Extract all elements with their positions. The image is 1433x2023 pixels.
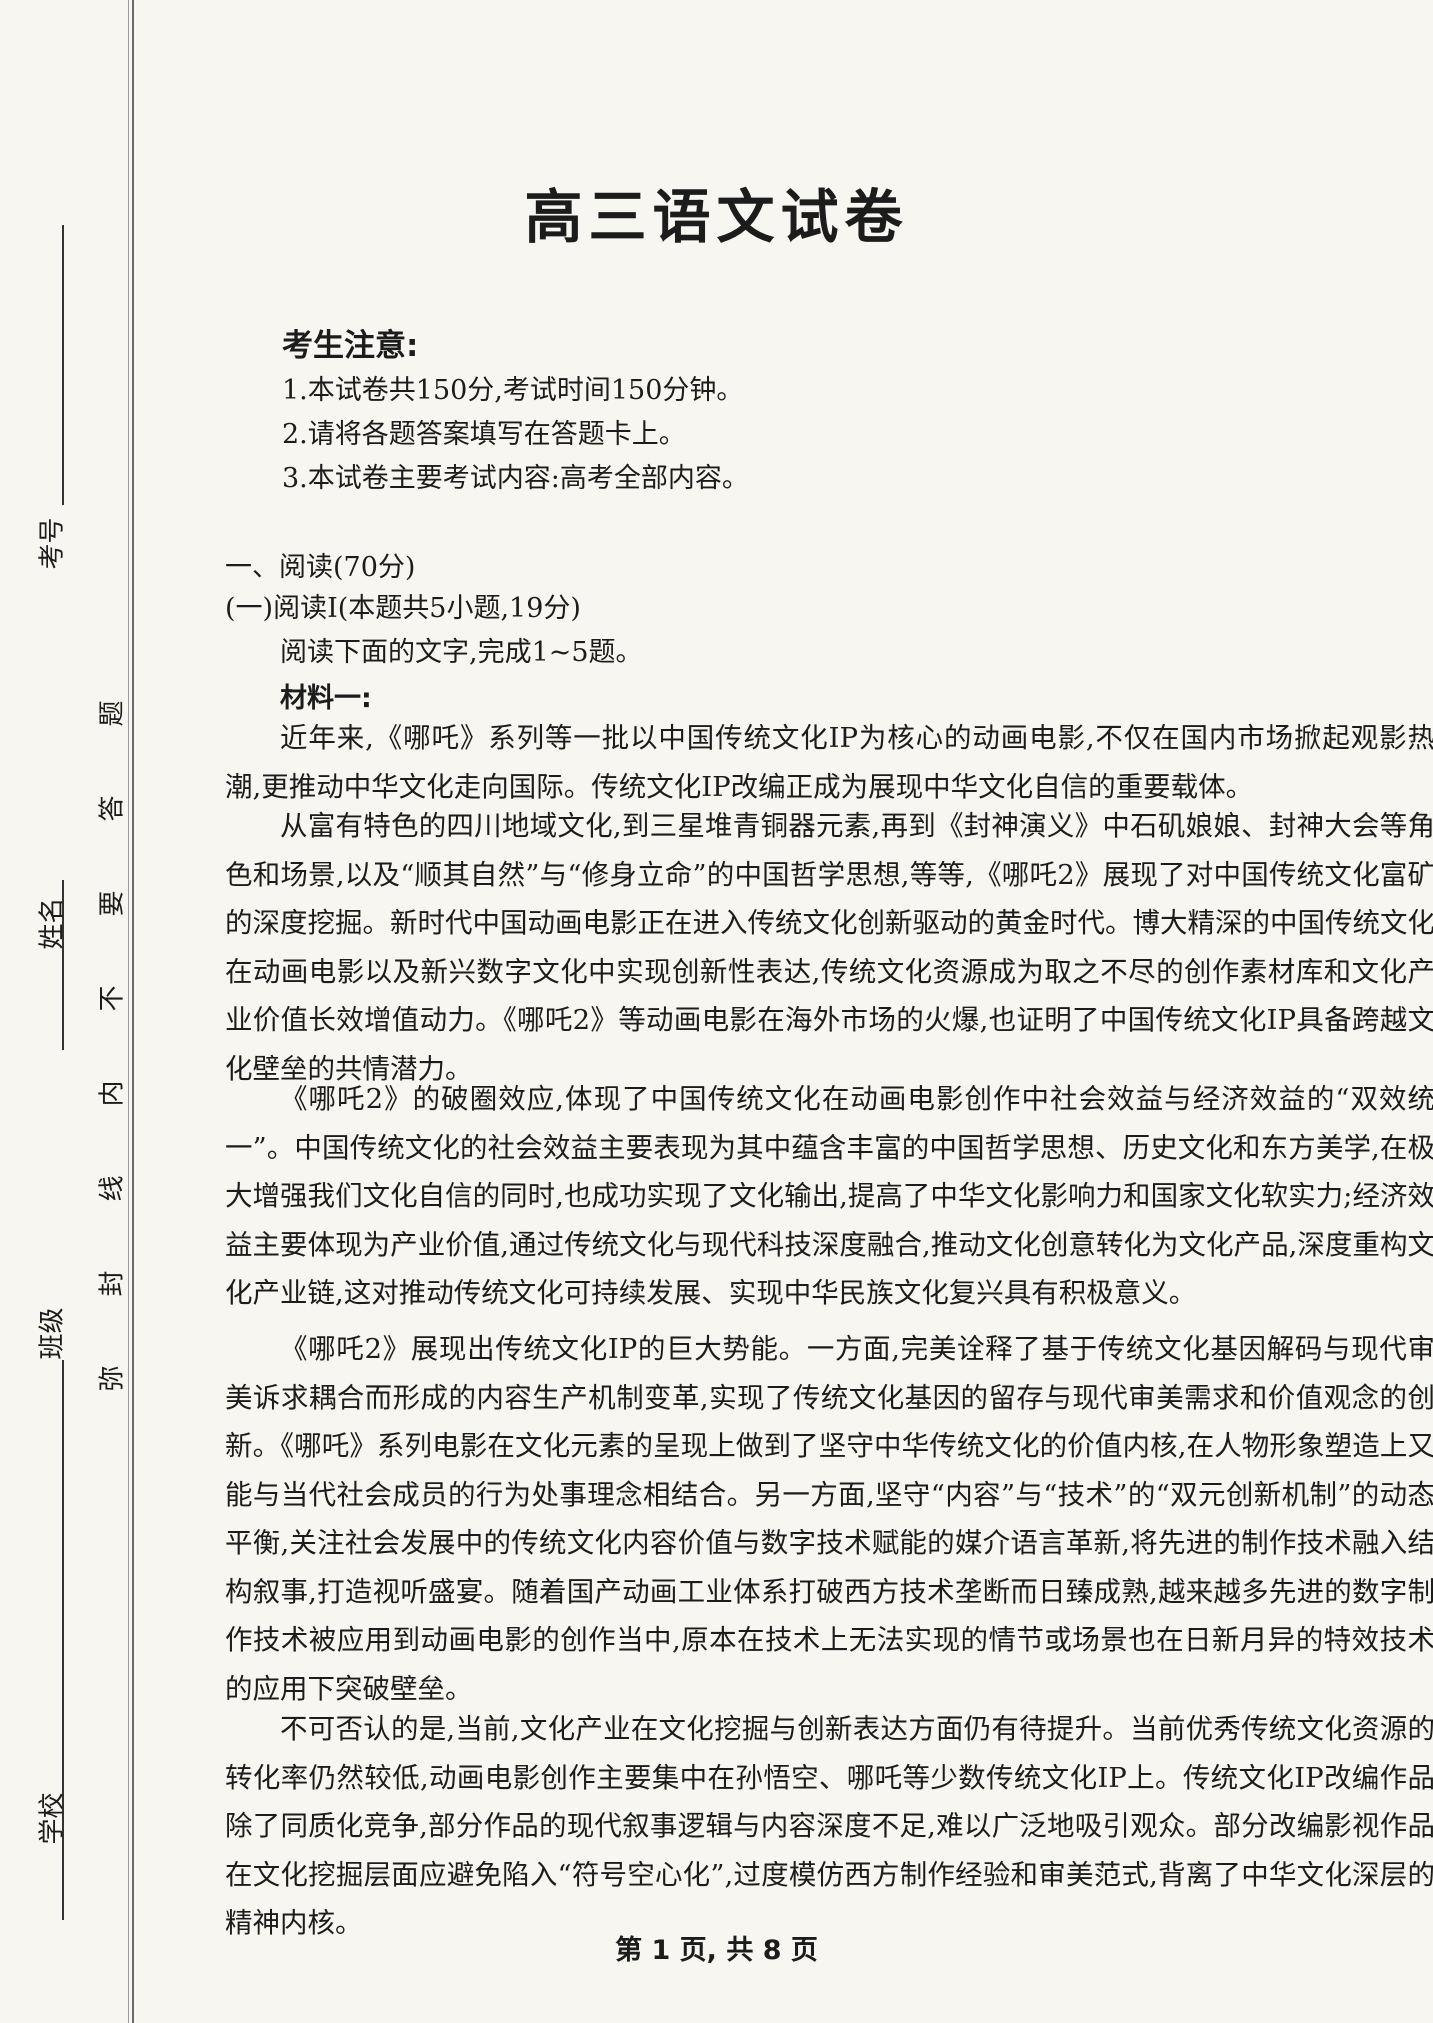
seal-char: 题: [97, 700, 128, 727]
seal-char: 内: [97, 1080, 128, 1107]
seal-char: 不: [97, 985, 128, 1012]
name-line: [62, 880, 64, 1050]
instruction: 阅读下面的文字,完成1~5题。: [280, 637, 643, 668]
paragraph: 近年来,《哪吒》系列等一批以中国传统文化IP为核心的动画电影,不仅在国内市场掀起…: [225, 722, 1433, 803]
exam-number-line: [62, 225, 64, 505]
exam-title: 高三语文试卷: [524, 183, 909, 251]
seal-char: 封: [97, 1270, 128, 1297]
paragraph: 从富有特色的四川地域文化,到三星堆青铜器元素,再到《封神演义》中石矶娘娘、封神大…: [225, 810, 1433, 1085]
notice-item: 3.本试卷主要考试内容:高考全部内容。: [282, 463, 749, 494]
school-line: [62, 1830, 64, 1890]
seal-char: 要: [97, 890, 128, 917]
school-label: 学校: [37, 1792, 68, 1845]
page-footer: 第 1 页, 共 8 页: [615, 1935, 818, 1966]
paragraph: 《哪吒2》的破圈效应,体现了中国传统文化在动画电影创作中社会效益与经济效益的“双…: [225, 1083, 1433, 1309]
exam-number-label: 考号: [37, 517, 68, 570]
class-line: [62, 1360, 64, 1920]
binding-divider-inner: [128, 0, 129, 2023]
name-label: 姓名: [37, 897, 68, 950]
class-label: 班级: [37, 1307, 68, 1360]
binding-divider: [132, 0, 134, 2023]
subsection-heading: (一)阅读Ⅰ(本题共5小题,19分): [225, 593, 581, 624]
material-label: 材料一:: [280, 683, 372, 714]
notice-item: 1.本试卷共150分,考试时间150分钟。: [282, 375, 744, 406]
notice-heading: 考生注意:: [282, 328, 419, 364]
binding-strip: 考号 姓名 班级 学校 题 答 要 不 内 线 封 弥: [0, 0, 135, 2023]
notice-item: 2.请将各题答案填写在答题卡上。: [282, 419, 686, 450]
seal-char: 答: [97, 795, 128, 822]
seal-char: 弥: [97, 1365, 128, 1392]
section-heading: 一、阅读(70分): [225, 552, 416, 583]
seal-char: 线: [97, 1175, 128, 1202]
paragraph: 不可否认的是,当前,文化产业在文化挖掘与创新表达方面仍有待提升。当前优秀传统文化…: [225, 1713, 1433, 1939]
paragraph: 《哪吒2》展现出传统文化IP的巨大势能。一方面,完美诠释了基于传统文化基因解码与…: [225, 1333, 1433, 1705]
